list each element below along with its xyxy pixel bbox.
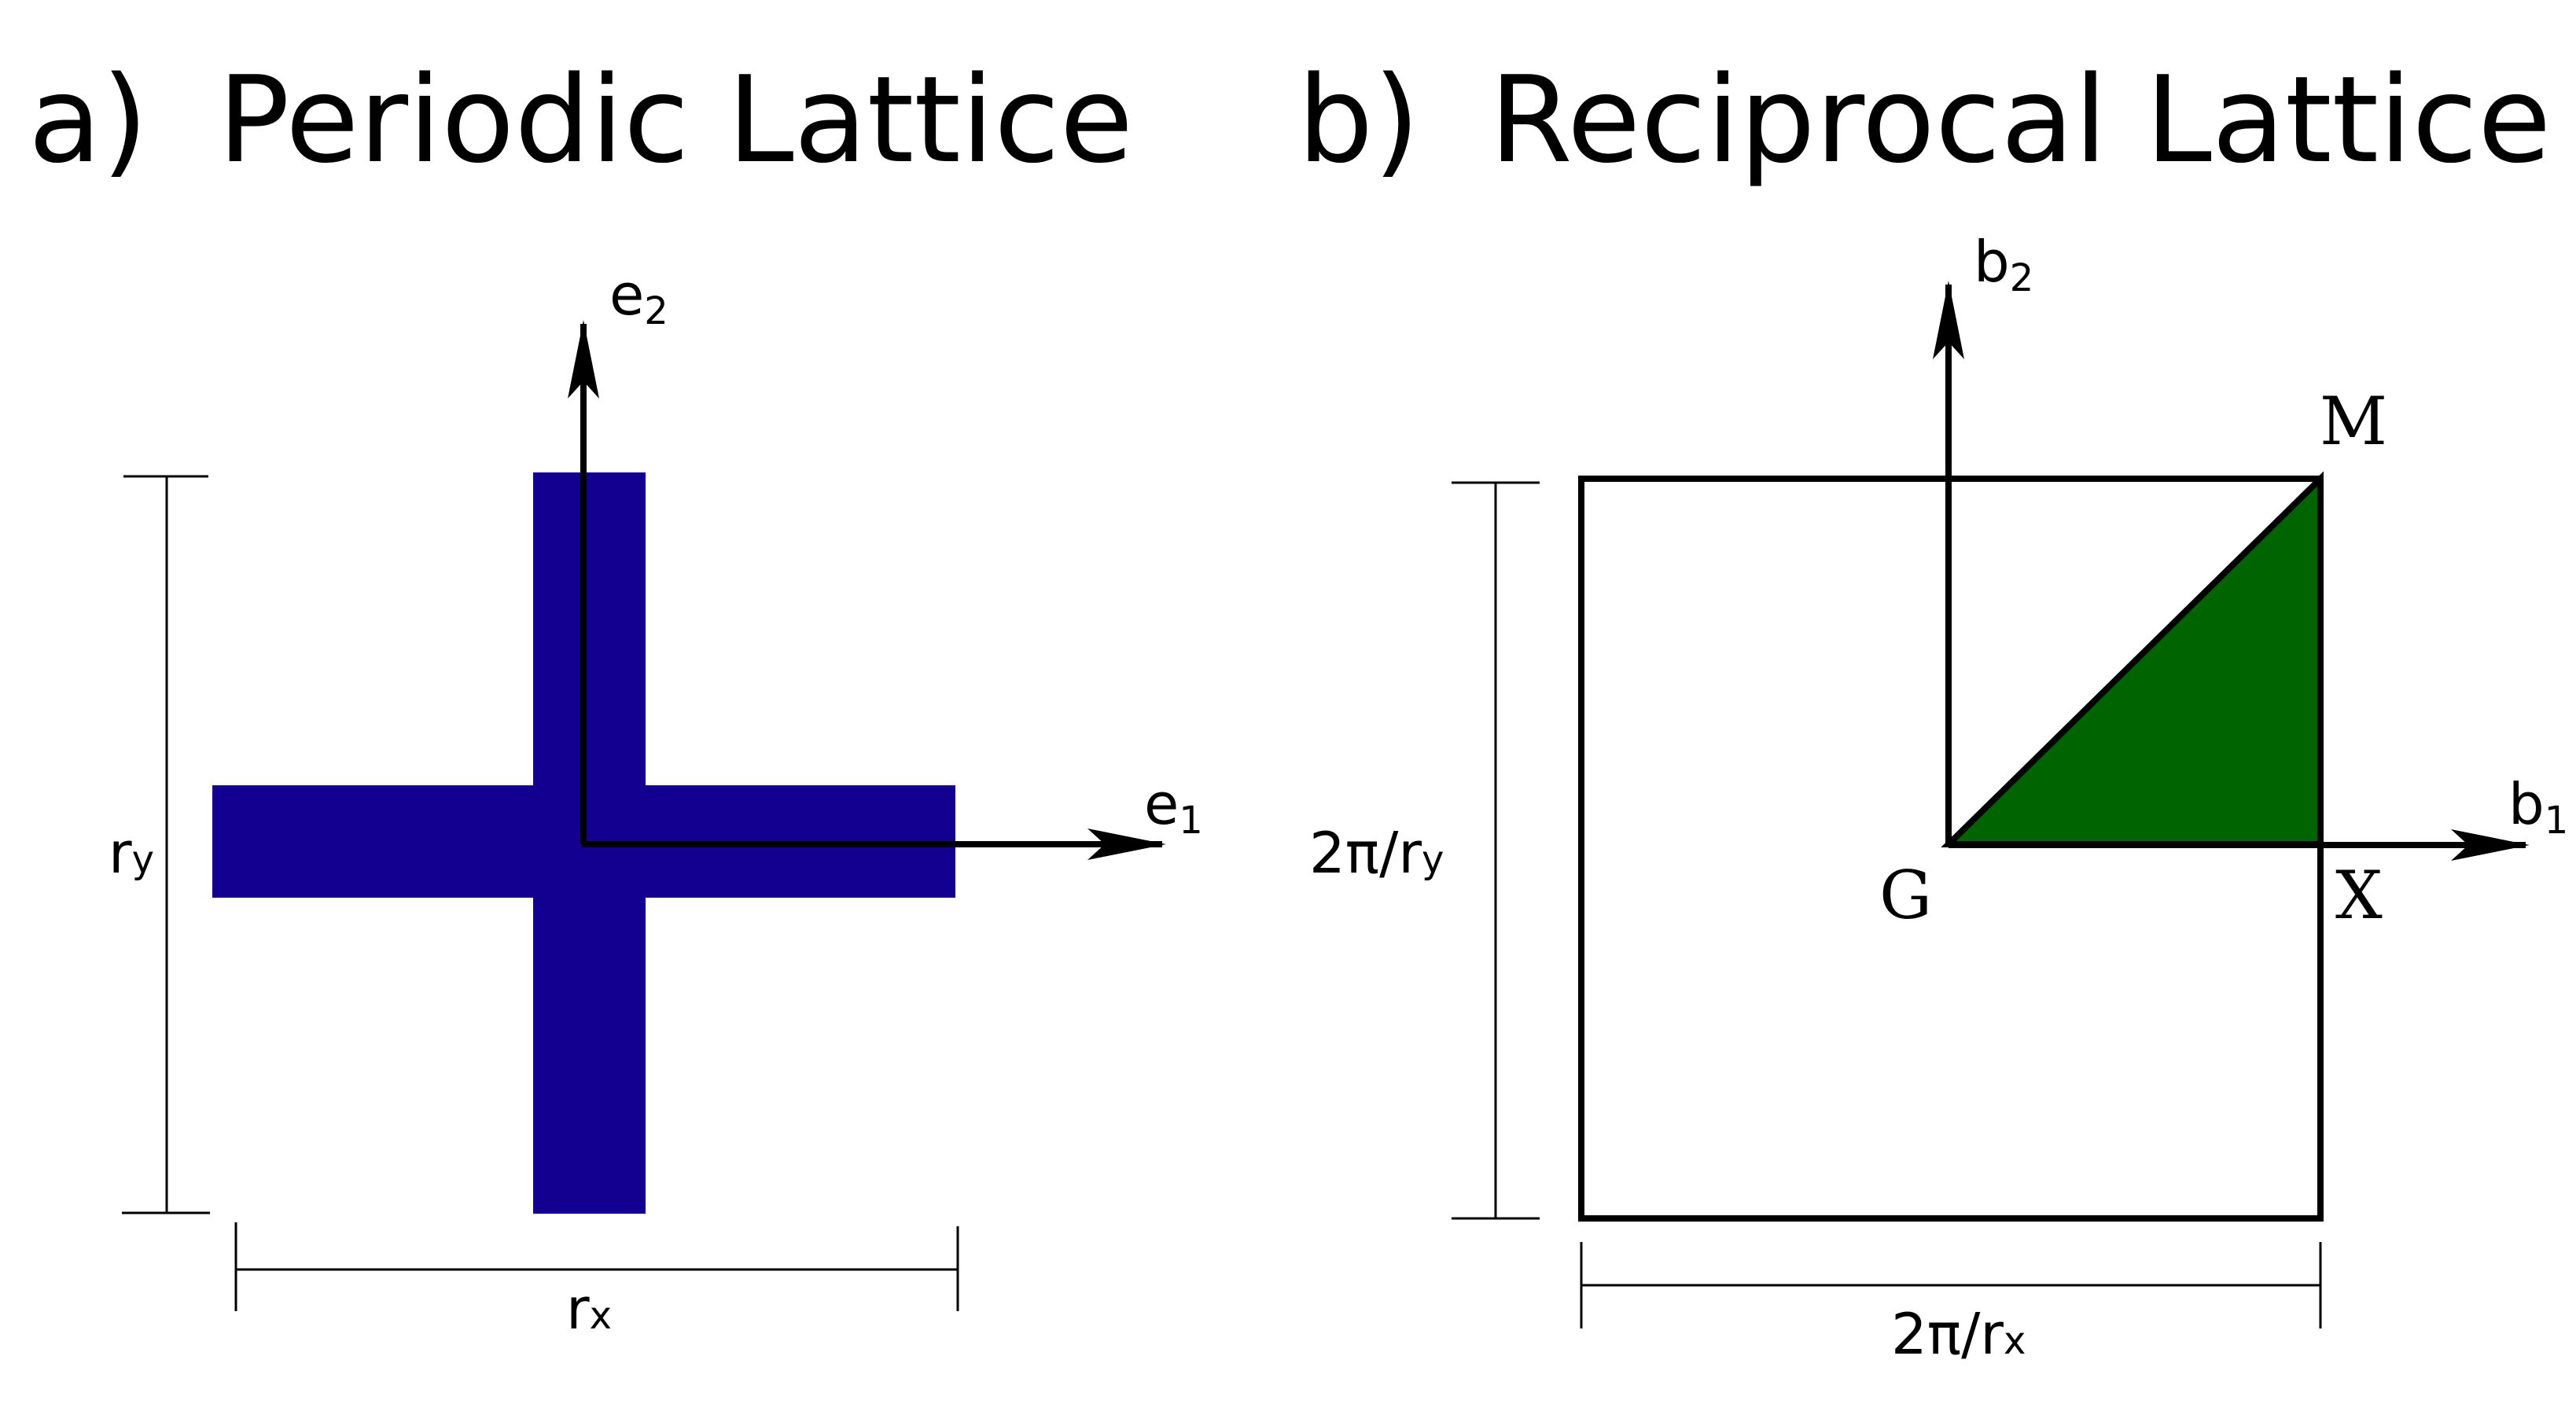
panel-a-title: Periodic Lattice xyxy=(218,50,1133,189)
point-m-label: M xyxy=(2320,383,2387,460)
rx-dimension xyxy=(234,1222,959,1311)
svg-text:b) Reciprocal Lattice: b) Reciprocal Lattice xyxy=(1297,50,2551,189)
panel-b: b) Reciprocal Lattice b1 b2 G X M 2π/ry xyxy=(1297,50,2568,1367)
reciprocal-x-label: 2π/rx xyxy=(1891,1301,2026,1367)
ry-label: ry xyxy=(109,820,154,886)
e2-axis-label: e2 xyxy=(609,262,668,333)
point-g-label: G xyxy=(1879,857,1932,934)
ry-dimension xyxy=(122,475,210,1214)
reciprocal-y-label: 2π/ry xyxy=(1309,820,1444,886)
reciprocal-y-dimension xyxy=(1452,481,1540,1220)
b1-axis-label: b1 xyxy=(2508,771,2568,843)
e1-axis-label: e1 xyxy=(1144,771,1203,843)
b2-axis-label: b2 xyxy=(1974,229,2033,300)
panel-b-title: Reciprocal Lattice xyxy=(1489,50,2551,189)
irreducible-zone-triangle xyxy=(1941,471,2324,847)
rx-label: rx xyxy=(566,1276,612,1342)
svg-text:a) Periodic Lattice: a) Periodic Lattice xyxy=(28,50,1133,189)
panel-a: a) Periodic Lattice e1 e2 ry xyxy=(28,50,1203,1342)
panel-b-letter: b) xyxy=(1297,50,1420,189)
reciprocal-x-dimension xyxy=(1580,1242,2322,1328)
panel-a-letter: a) xyxy=(28,50,148,189)
point-x-label: X xyxy=(2335,857,2383,934)
